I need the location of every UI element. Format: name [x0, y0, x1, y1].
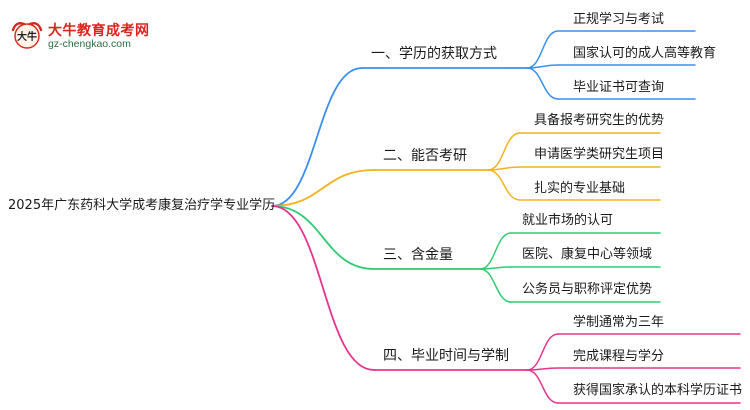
leaf-connector-1-0	[487, 132, 521, 171]
leaf-0-1: 国家认可的成人高等教育	[573, 46, 717, 61]
leaf-connector-3-2	[526, 369, 559, 404]
branch-label-value: 三、含金量	[383, 247, 453, 263]
leaf-1-2: 扎实的专业基础	[534, 181, 626, 196]
branch-label-acquisition: 一、学历的获取方式	[371, 46, 497, 62]
leaf-3-0: 学制通常为三年	[573, 315, 665, 330]
leaf-1-1: 申请医学类研究生项目	[534, 147, 665, 162]
leaf-2-1: 医院、康复中心等领域	[522, 247, 653, 262]
leaf-connector-2-2	[479, 268, 512, 303]
logo-url: gz-chengkao.com	[48, 38, 131, 50]
leaf-0-2: 毕业证书可查询	[573, 80, 665, 95]
branch-connector-2	[271, 205, 375, 270]
leaf-0-0: 正规学习与考试	[573, 12, 665, 27]
leaf-connector-2-0	[479, 232, 512, 270]
leaf-3-2: 获得国家承认的本科学历证书	[573, 383, 743, 398]
leaf-connector-1-2	[487, 169, 521, 201]
branch-label-postgraduate: 二、能否考研	[383, 148, 467, 164]
root-topic: 2025年广东药科大学成考康复治疗学专业学历	[8, 198, 276, 213]
branch-connector-3	[271, 205, 375, 371]
leaf-2-2: 公务员与职称评定优势	[522, 282, 653, 297]
leaf-connector-3-0	[526, 333, 559, 371]
leaf-1-0: 具备报考研究生的优势	[534, 113, 665, 128]
logo-name: 大牛教育成考网	[48, 23, 150, 39]
leaf-connector-0-2	[526, 67, 559, 100]
leaf-3-1: 完成课程与学分	[573, 349, 665, 364]
branch-connector-1	[271, 169, 375, 207]
leaf-connector-0-0	[526, 30, 559, 69]
leaf-2-0: 就业市场的认可	[522, 213, 614, 228]
logo-mark-text: 大牛	[17, 30, 37, 43]
bull-logo-icon: 大牛	[11, 22, 43, 49]
branch-connector-0	[271, 67, 363, 207]
site-logo: 大牛 大牛教育成考网 gz-chengkao.com	[10, 18, 170, 52]
branch-label-duration: 四、毕业时间与学制	[383, 348, 509, 364]
